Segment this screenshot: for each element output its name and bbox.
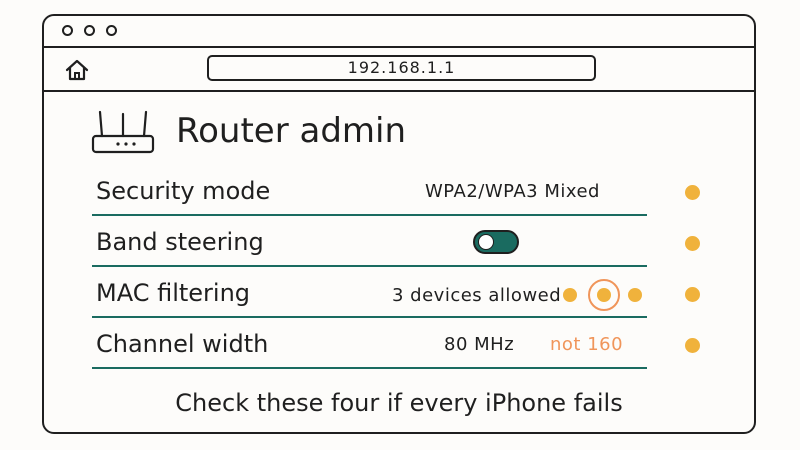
mac-filtering-status-dot: [685, 287, 700, 302]
setting-row-band-steering: Band steering: [92, 217, 647, 267]
setting-row-security-mode: Security mode WPA2/WPA3 Mixed: [92, 166, 647, 216]
setting-row-channel-width: Channel width 80 MHz not 160: [92, 319, 647, 369]
setting-row-mac-filtering: 3 devices allowed MAC filtering: [92, 268, 647, 318]
security-mode-label: Security mode: [96, 177, 271, 205]
channel-width-value[interactable]: 80 MHz: [444, 334, 515, 355]
band-steering-status-dot: [685, 236, 700, 251]
mac-filter-option-1[interactable]: [563, 288, 577, 302]
browser-window: 192.168.1.1 Router admin Security mode W…: [42, 14, 756, 434]
footer-hint: Check these four if every iPhone fails: [175, 389, 623, 417]
toggle-knob: [478, 234, 494, 250]
channel-width-note: not 160: [550, 334, 624, 355]
home-icon[interactable]: [64, 58, 90, 82]
security-mode-value[interactable]: WPA2/WPA3 Mixed: [425, 181, 600, 202]
address-bar-row: 192.168.1.1: [44, 48, 754, 92]
page-title: Router admin: [176, 111, 407, 151]
band-steering-label: Band steering: [96, 228, 264, 256]
channel-width-status-dot: [685, 338, 700, 353]
mac-filter-option-3[interactable]: [628, 288, 642, 302]
mac-filtering-value: 3 devices allowed: [392, 285, 562, 306]
band-steering-toggle[interactable]: [473, 230, 519, 254]
security-mode-status-dot: [685, 185, 700, 200]
router-icon: [91, 110, 155, 154]
mac-filtering-label: MAC filtering: [96, 279, 251, 307]
channel-width-label: Channel width: [96, 330, 269, 358]
window-close-button[interactable]: [62, 25, 73, 36]
window-minimize-button[interactable]: [84, 25, 95, 36]
window-titlebar: [44, 16, 754, 48]
url-input[interactable]: 192.168.1.1: [207, 55, 596, 81]
window-maximize-button[interactable]: [106, 25, 117, 36]
mac-filter-option-2-selected[interactable]: [588, 279, 620, 311]
